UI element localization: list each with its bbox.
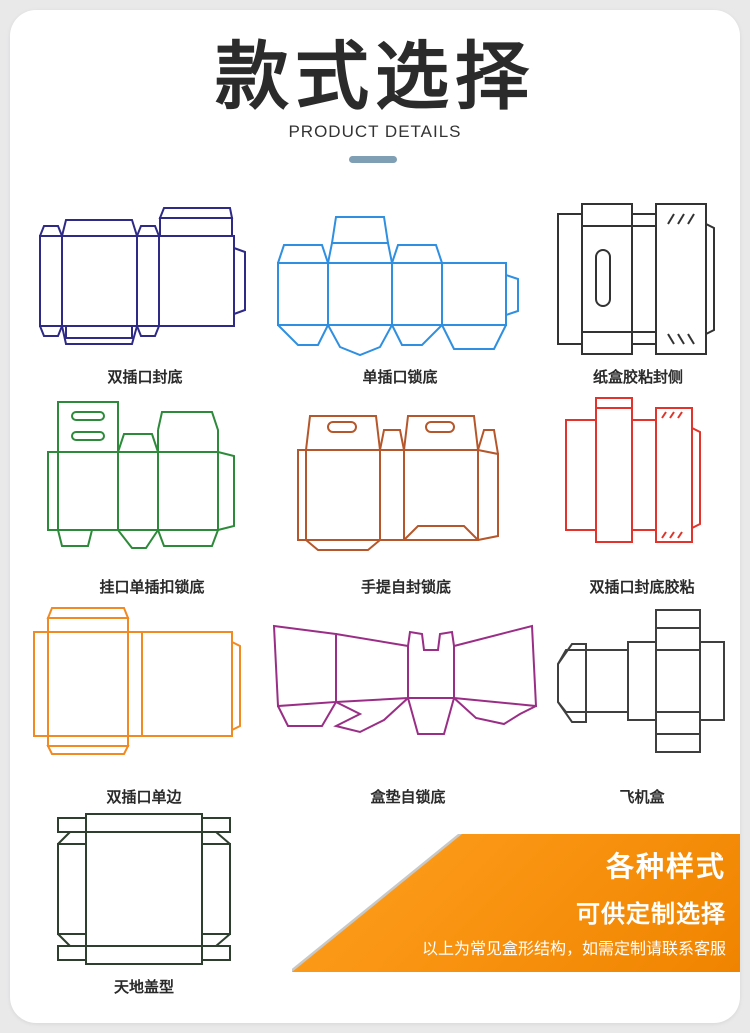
style-label-double-tuck-glued: 双插口封底胶粘 bbox=[589, 578, 695, 596]
banner-subheading: 可供定制选择 bbox=[576, 900, 726, 928]
double-tuck-box-dieline-icon bbox=[39, 207, 246, 345]
style-item-lid-base[interactable] bbox=[56, 813, 232, 965]
tuck-lock-bottom-dieline-icon bbox=[277, 216, 519, 357]
style-label-double-tuck: 双插口封底 bbox=[107, 368, 183, 386]
style-item-hang-tab[interactable] bbox=[47, 401, 244, 552]
style-label-insert-lock: 盒垫自锁底 bbox=[370, 788, 446, 806]
banner-heading: 各种样式 bbox=[605, 850, 726, 883]
style-label-hang-tab: 挂口单插扣锁底 bbox=[99, 578, 205, 596]
handle-box-dieline-icon bbox=[297, 415, 499, 551]
double-tuck-glued-dieline-icon bbox=[565, 397, 701, 543]
style-label-mailer-box: 飞机盒 bbox=[619, 788, 665, 806]
style-item-handle-box[interactable] bbox=[297, 406, 508, 556]
style-label-handle-box: 手提自封锁底 bbox=[360, 578, 451, 596]
style-item-mailer-box[interactable] bbox=[556, 609, 726, 758]
style-item-double-tuck[interactable] bbox=[39, 207, 250, 348]
page-title: 款式选择 bbox=[215, 34, 535, 120]
style-item-tuck-lock-bottom[interactable] bbox=[277, 207, 522, 357]
banner-note: 以上为常见盒形结构，如需定制请联系客服 bbox=[421, 939, 726, 958]
accent-bar bbox=[349, 156, 397, 163]
glued-side-box-dieline-icon bbox=[557, 203, 715, 355]
style-label-lid-base: 天地盖型 bbox=[113, 978, 174, 996]
style-label-glued-side: 纸盒胶粘封侧 bbox=[592, 368, 683, 386]
style-item-double-tuck-single-side[interactable] bbox=[33, 607, 244, 758]
style-item-insert-lock[interactable] bbox=[272, 622, 538, 738]
style-item-glued-side[interactable] bbox=[557, 203, 718, 356]
mailer-box-dieline-icon bbox=[557, 609, 725, 753]
style-label-double-tuck-single-side: 双插口单边 bbox=[106, 788, 182, 806]
hang-tab-lock-bottom-dieline-icon bbox=[47, 401, 235, 549]
insert-lock-bottom-dieline-icon bbox=[272, 624, 538, 735]
style-item-double-tuck-glued[interactable] bbox=[565, 397, 716, 550]
style-label-tuck-lock-bottom: 单插口锁底 bbox=[362, 368, 438, 386]
content-card: 款式选择 PRODUCT DETAILS 双插口封底 bbox=[10, 10, 740, 1023]
page-subtitle: PRODUCT DETAILS bbox=[288, 122, 462, 141]
double-tuck-single-side-dieline-icon bbox=[33, 607, 241, 755]
lid-base-box-dieline-icon bbox=[57, 813, 231, 965]
